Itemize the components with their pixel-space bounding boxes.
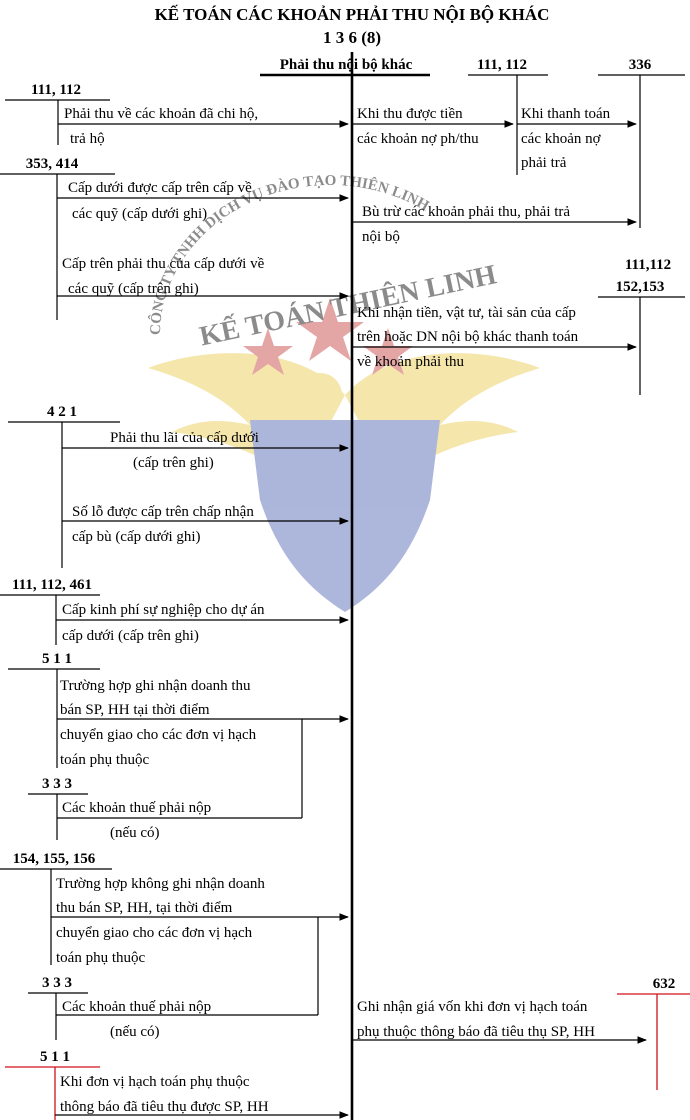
entry-text: về khoản phải thu <box>357 354 465 370</box>
entry-text: Số lỗ được cấp trên chấp nhận <box>72 504 254 520</box>
eagle-head-shape <box>298 373 342 417</box>
account-label: 5 1 1 <box>42 651 72 667</box>
center-account-name: Phải thu nội bộ khác <box>280 57 413 73</box>
entry-text: (nếu có) <box>110 1024 160 1040</box>
entry-text: thông báo đã tiêu thụ được SP, HH <box>60 1099 269 1115</box>
account-111112-152153: 111,112 152,153 <box>598 257 685 395</box>
entry-text: thu bán SP, HH, tại thời điểm <box>56 900 233 916</box>
account-333-a: 3 3 3 <box>28 776 88 840</box>
entry-text: các khoản nợ ph/thu <box>357 131 479 147</box>
entry-text: toán phụ thuộc <box>60 752 149 768</box>
account-111-112-left: 111, 112 <box>5 82 110 145</box>
entry-text: Ghi nhận giá vốn khi đơn vị hạch toán <box>357 999 588 1015</box>
entry-text: trả hộ <box>70 131 105 147</box>
entry-text: bán SP, HH tại thời điểm <box>60 702 210 718</box>
account-label: 111, 112 <box>31 82 81 98</box>
entry-text: Cấp dưới được cấp trên cấp về <box>68 180 252 196</box>
entry-text: Cấp trên phải thu của cấp dưới về <box>62 256 265 272</box>
entry-text: Khi nhận tiền, vật tư, tài sản của cấp <box>357 305 576 321</box>
star-icon <box>243 328 293 375</box>
entry-text: các quỹ (cấp trên ghi) <box>68 281 199 297</box>
shield-shape <box>250 420 440 612</box>
account-label: 111, 112 <box>477 57 527 73</box>
account-111-112-right: 111, 112 <box>468 57 548 175</box>
entry-text: Trường hợp không ghi nhận doanh <box>56 876 265 892</box>
account-label: 5 1 1 <box>40 1049 70 1065</box>
account-421: 4 2 1 <box>8 404 120 568</box>
entry-text: Phải thu lãi của cấp dưới <box>110 430 259 446</box>
entry-text: Cấp kinh phí sự nghiệp cho dự án <box>62 602 265 618</box>
entry-text: trên hoặc DN nội bộ khác thanh toán <box>357 329 579 345</box>
account-label: 3 3 3 <box>42 975 72 991</box>
watermark-logo: CÔNG TY TNHH DỊCH VỤ ĐÀO TẠO THIÊN LINH … <box>147 173 540 612</box>
entry-text: Khi thu được tiền <box>357 106 463 122</box>
entry-text: các khoản nợ <box>521 131 602 147</box>
right-wing-shape <box>345 353 540 480</box>
star-icon <box>296 298 364 361</box>
account-label: 4 2 1 <box>47 404 77 420</box>
entry-text: phải trả <box>521 155 567 171</box>
account-label: 152,153 <box>616 279 665 295</box>
account-511-b: 5 1 1 <box>5 1049 100 1120</box>
entry-text: Bù trừ các khoản phải thu, phải trả <box>362 204 570 220</box>
entry-text: Các khoản thuế phải nộp <box>62 999 211 1015</box>
account-632: 632 <box>617 976 690 1090</box>
account-label: 111,112 <box>625 257 671 273</box>
page-title: KẾ TOÁN CÁC KHOẢN PHẢI THU NỘI BỘ KHÁC <box>155 5 550 24</box>
entry-text: cấp dưới (cấp trên ghi) <box>62 628 199 644</box>
entry-text: nội bộ <box>362 229 400 245</box>
entry-text: Khi thanh toán <box>521 106 611 122</box>
account-label: 3 3 3 <box>42 776 72 792</box>
account-336: 336 <box>598 57 685 228</box>
star-icon <box>363 328 413 375</box>
account-label: 353, 414 <box>26 156 79 172</box>
account-label: 632 <box>653 976 676 992</box>
entry-text: chuyển giao cho các đơn vị hạch <box>60 727 257 743</box>
entry-text: cấp bù (cấp dưới ghi) <box>72 529 201 545</box>
entry-text: phụ thuộc thông báo đã tiêu thụ SP, HH <box>357 1024 595 1040</box>
entry-text: Phải thu về các khoản đã chi hộ, <box>64 106 258 122</box>
entry-text: Trường hợp ghi nhận doanh thu <box>60 678 251 694</box>
entry-text: chuyển giao cho các đơn vị hạch <box>56 925 253 941</box>
account-333-b: 3 3 3 <box>28 975 88 1040</box>
account-number: 1 3 6 (8) <box>323 28 381 47</box>
account-label: 154, 155, 156 <box>13 851 96 867</box>
entry-text: các quỹ (cấp dưới ghi) <box>72 206 207 222</box>
account-111-112-461: 111, 112, 461 <box>0 577 100 645</box>
account-label: 336 <box>629 57 652 73</box>
account-label: 111, 112, 461 <box>12 577 92 593</box>
entry-text: Khi đơn vị hạch toán phụ thuộc <box>60 1074 250 1090</box>
entry-text: Các khoản thuế phải nộp <box>62 800 211 816</box>
entry-text: toán phụ thuộc <box>56 950 145 966</box>
entry-text: (cấp trên ghi) <box>133 455 214 471</box>
entry-text: (nếu có) <box>110 825 160 841</box>
